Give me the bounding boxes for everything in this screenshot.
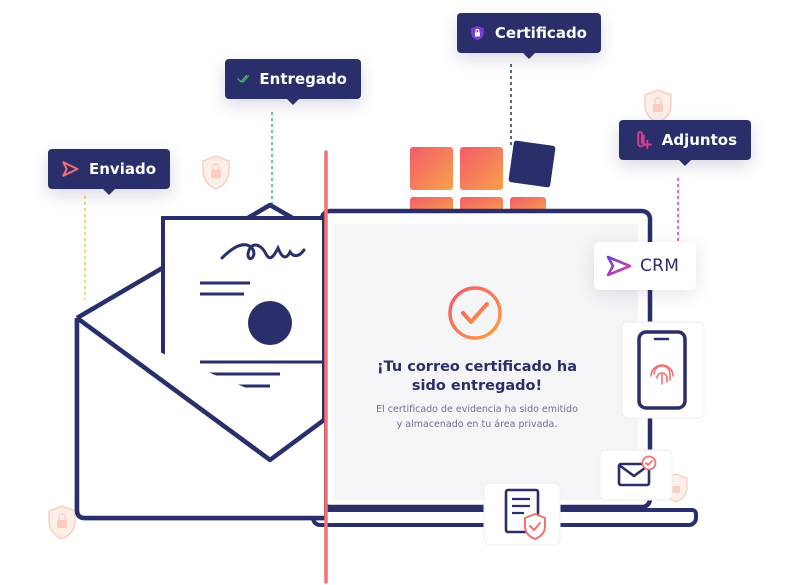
app-blocks bbox=[410, 140, 556, 213]
lock-badge-icon bbox=[644, 89, 672, 124]
lock-badge-icon bbox=[48, 505, 76, 540]
tag-adjuntos: Adjuntos bbox=[619, 120, 751, 166]
lock-badge-icon bbox=[202, 155, 230, 190]
tag-entregado-label: Entregado bbox=[259, 70, 347, 88]
delivery-title: ¡Tu correo certificado ha sido entregado… bbox=[376, 359, 578, 394]
send-arrow-icon bbox=[606, 255, 632, 277]
mail-card bbox=[599, 449, 673, 501]
shield-lock-icon bbox=[471, 25, 484, 41]
tag-enviado-label: Enviado bbox=[88, 160, 156, 178]
fingerprint-icon bbox=[650, 364, 674, 385]
document-card bbox=[483, 482, 561, 546]
phone-card bbox=[621, 321, 705, 419]
tag-entregado: Entregado bbox=[225, 59, 361, 105]
tag-certificado: Certificado bbox=[457, 13, 601, 59]
double-check-icon bbox=[237, 74, 250, 83]
tag-certificado-label: Certificado bbox=[494, 24, 587, 42]
crm-label: CRM bbox=[640, 256, 680, 276]
tag-adjuntos-label: Adjuntos bbox=[661, 131, 737, 149]
paperclip-plus-icon bbox=[637, 130, 652, 150]
envelope bbox=[74, 202, 327, 521]
crm-card: CRM bbox=[594, 242, 696, 290]
success-check-icon bbox=[448, 286, 502, 340]
send-arrow-icon bbox=[62, 161, 79, 177]
delivery-description: El certificado de evidencia ha sido emit… bbox=[376, 404, 578, 430]
tag-enviado: Enviado bbox=[48, 149, 170, 195]
